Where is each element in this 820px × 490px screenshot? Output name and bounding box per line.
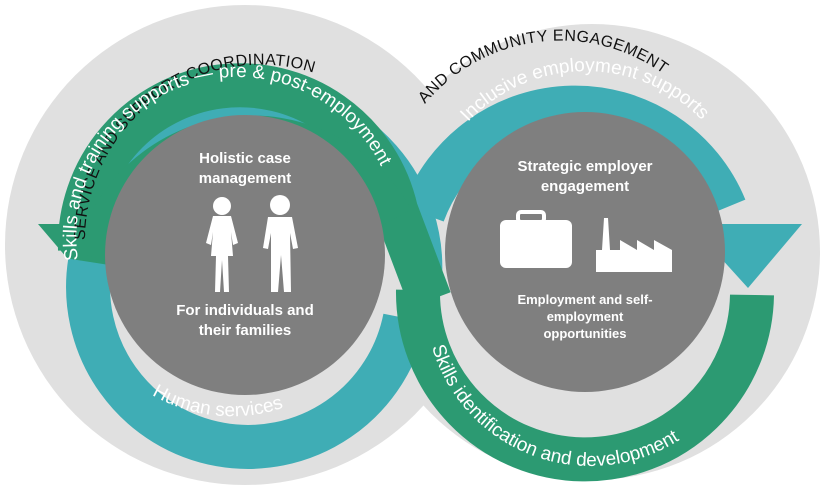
man-figure-icon [263,195,298,292]
factory-icon [596,218,672,272]
people-icon [206,195,298,292]
right-loop-bottom-band [395,289,774,482]
left-center-caption-line2: their families [199,322,292,339]
right-center-title-line1: Strategic employer [517,158,652,175]
right-center-caption-line3: opportunities [543,326,626,341]
right-center-title-line2: engagement [541,178,629,195]
right-center-caption-line1: Employment and self- [517,292,652,307]
left-crossing-band [57,63,451,308]
left-loop-bottom-band [66,258,427,469]
left-center-caption-line1: For individuals and [176,302,314,319]
woman-figure-icon [206,197,238,292]
center-disc-left [105,115,385,395]
left-center-title-line1: Holistic case [199,150,291,167]
right-center-caption-line2: employment [547,309,624,324]
briefcase-icon [500,210,572,268]
center-disc-right [445,112,725,392]
left-center-title-line2: management [199,170,292,187]
right-loop-top-band [402,85,746,222]
